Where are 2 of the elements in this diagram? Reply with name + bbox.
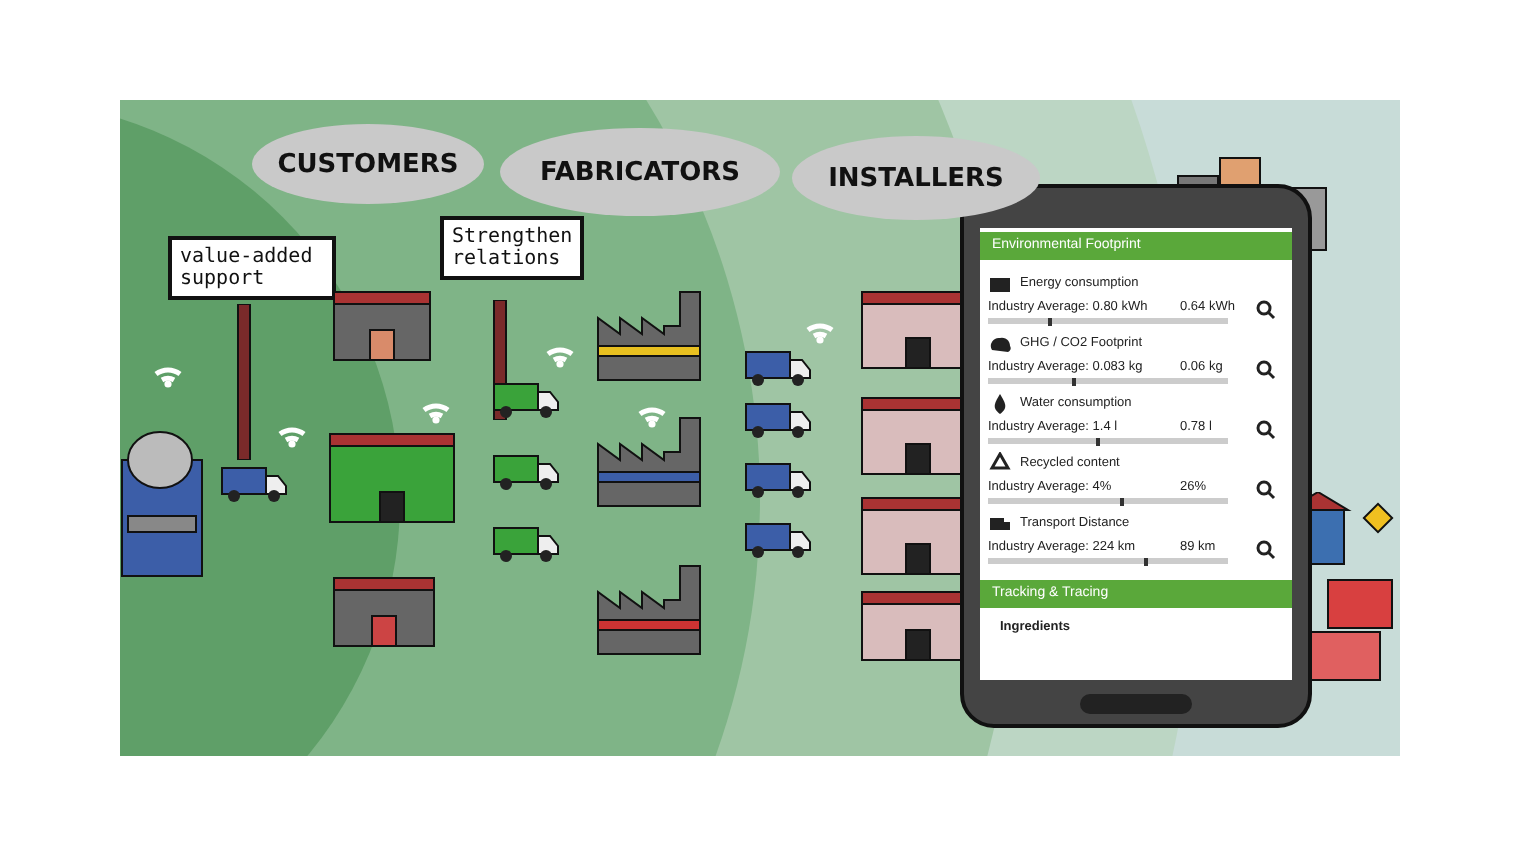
sign-board: Strengthen relations <box>440 216 584 280</box>
sign-board: value-added support <box>168 236 336 300</box>
